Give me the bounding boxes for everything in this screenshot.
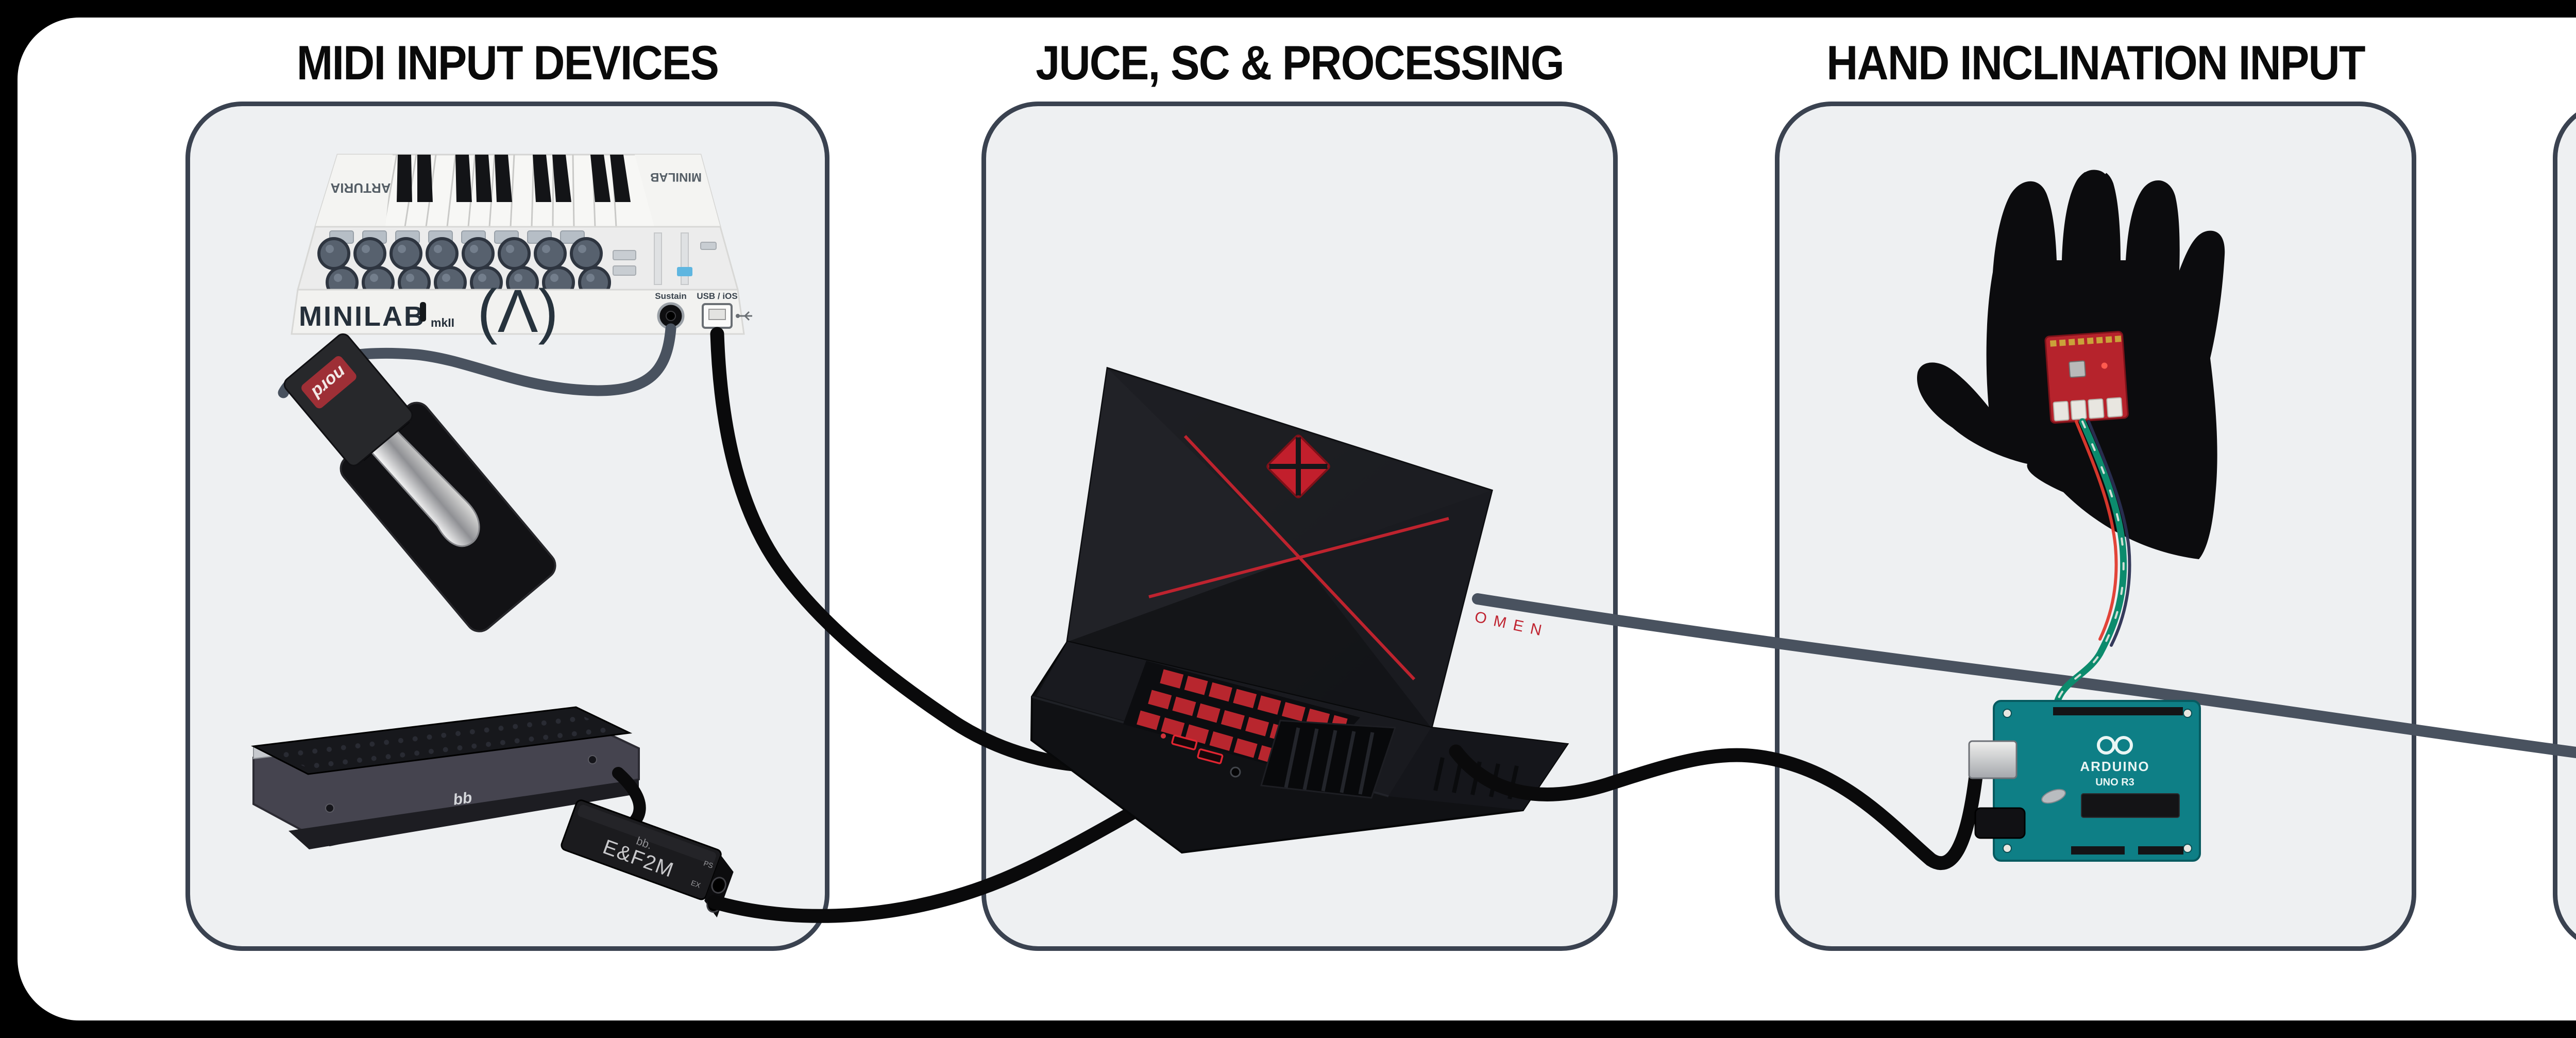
- pedal-housing: [283, 333, 413, 466]
- arduino-power-header: [2071, 846, 2125, 855]
- expression-pedal-logo: bb: [452, 789, 473, 809]
- minilab-right-blank: [635, 155, 720, 227]
- arduino-mount-holes: [2003, 709, 2192, 853]
- imu-chip: [2069, 360, 2086, 378]
- pedal-chrome-lever: [369, 428, 480, 547]
- sustain-label: Sustain: [655, 291, 686, 301]
- midi-keyboard-minilab: ARTURIA MINILAB MINILAB: [291, 154, 752, 345]
- laptop-power-led: [1161, 733, 1166, 739]
- minilab-front-face: [291, 289, 745, 335]
- arduino-board: [1993, 700, 2201, 862]
- converter-ps-label: PS: [703, 859, 715, 870]
- arduino-barrel-jack: [1974, 807, 2026, 839]
- minilab-right-controls: [613, 232, 717, 285]
- arduino-brand: ARDUINO: [2080, 759, 2149, 774]
- minilab-suffix: mkII: [431, 316, 454, 329]
- minilab-rear-label: MINILAB: [650, 170, 702, 184]
- laptop-omen: OMEN: [1030, 366, 1569, 854]
- sensor-led: [2101, 362, 2108, 369]
- title-hand-inclination: HAND INCLINATION INPUT: [1826, 36, 2365, 90]
- minilab-left-blank: [315, 155, 393, 227]
- converter-ex-label: EX: [690, 878, 702, 890]
- arturia-logo: (Λ): [477, 277, 558, 345]
- panel-guitar-audio-input: [2553, 102, 2576, 951]
- arduino-model: UNO R3: [2095, 777, 2134, 788]
- arduino-infinity-logo-icon: [2097, 736, 2133, 755]
- laptop-usb-port-1: [1171, 734, 1198, 750]
- cable-laptop-to-audio-interface: [1472, 593, 2576, 759]
- converter-jack-ps: [711, 877, 726, 894]
- title-midi-input-devices: MIDI INPUT DEVICES: [296, 36, 719, 90]
- sensor-jst-connectors: [2053, 397, 2123, 422]
- kensington-slot: [420, 302, 426, 322]
- glove-fingertip-cut: [2083, 167, 2107, 174]
- minilab-brand: MINILAB: [299, 301, 426, 332]
- arduino-digital-header: [2053, 707, 2183, 715]
- expression-pedal: bb: [250, 706, 640, 849]
- arduino-crystal: [2041, 789, 2066, 804]
- laptop-usb-port-2: [1197, 748, 1224, 764]
- arduino-uno: ARDUINO UNO R3: [1968, 700, 2201, 862]
- arduino-analog-header: [2138, 846, 2183, 855]
- laptop-vent-fins: [1284, 727, 1375, 795]
- converter-top-face: [561, 799, 722, 900]
- usb-symbol-icon: [736, 311, 752, 321]
- glove-wire-bundle: [2053, 418, 2131, 708]
- minilab-black-keys: [397, 155, 631, 202]
- glove-finger-slit: [2057, 189, 2062, 261]
- title-juce-sc-processing: JUCE, SC & PROCESSING: [1036, 36, 1564, 90]
- sustain-pedal-nord: nord: [283, 333, 556, 632]
- usb-label: USB / iOS: [697, 291, 737, 301]
- minilab-top-label: ARTURIA: [330, 180, 391, 196]
- nord-logo-plate: [301, 356, 357, 409]
- cable-laptop-to-arduino: [1449, 744, 1984, 870]
- sensor-board-pads: [2049, 336, 2122, 347]
- imu-sensor-board: [2044, 331, 2129, 424]
- midi-converter-box: bb. E&F2M PS EX: [561, 799, 734, 918]
- arduino-usb-port: [1968, 740, 2018, 779]
- white-wrap-wire: [2056, 421, 2125, 705]
- minilab-blue-slider: [677, 267, 692, 276]
- arduino-mcu-chip: [2081, 793, 2180, 818]
- omen-diamond-logo-icon: [1266, 434, 1330, 498]
- laptop-red-x: [1148, 434, 1449, 681]
- laptop-audio-jack: [1230, 766, 1241, 778]
